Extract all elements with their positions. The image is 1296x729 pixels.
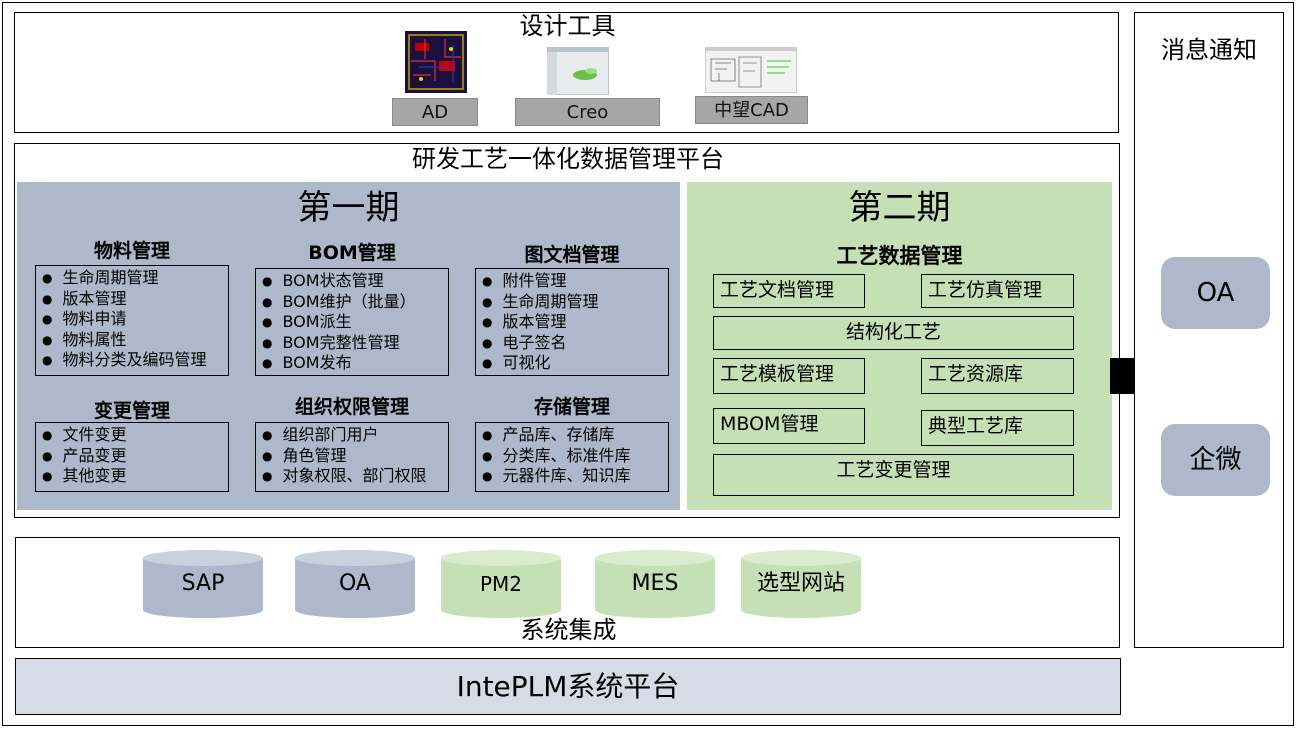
system-label: SAP bbox=[181, 571, 225, 596]
list-item: BOM状态管理 bbox=[262, 271, 448, 292]
process-sim-box: 工艺仿真管理 bbox=[921, 274, 1074, 308]
notify-wecom-button[interactable]: 企微 bbox=[1161, 424, 1270, 496]
module-list-storage: 产品库、存储库 分类库、标准件库 元器件库、知识库 bbox=[475, 422, 669, 492]
mbom-box: MBOM管理 bbox=[713, 408, 865, 444]
tool-label-ad[interactable]: AD bbox=[392, 98, 478, 126]
module-list-change: 文件变更 产品变更 其他变更 bbox=[35, 422, 229, 492]
system-oa: OA bbox=[295, 550, 415, 618]
list-item: 版本管理 bbox=[42, 289, 228, 310]
list-item: 物料分类及编码管理 bbox=[42, 350, 228, 371]
phase1-panel: 第一期 物料管理 生命周期管理 版本管理 物料申请 物料属性 物料分类及编码管理… bbox=[17, 182, 680, 510]
system-label: OA bbox=[339, 571, 371, 596]
list-item: 生命周期管理 bbox=[482, 292, 668, 313]
list-item: 其他变更 bbox=[42, 466, 228, 487]
system-mes: MES bbox=[595, 550, 715, 618]
module-title-material: 物料管理 bbox=[93, 240, 170, 262]
module-title-permission: 组织权限管理 bbox=[294, 396, 409, 418]
phase2-subtitle: 工艺数据管理 bbox=[836, 244, 963, 268]
phase2-panel: 第二期 工艺数据管理 工艺文档管理 工艺仿真管理 结构化工艺 工艺模板管理 工艺… bbox=[687, 182, 1112, 510]
phase2-title: 第二期 bbox=[848, 188, 951, 228]
platform-title: 研发工艺一体化数据管理平台 bbox=[412, 145, 724, 173]
module-title-change: 变更管理 bbox=[93, 400, 170, 422]
process-template-box: 工艺模板管理 bbox=[713, 358, 865, 394]
list-item: 版本管理 bbox=[482, 312, 668, 333]
list-item: 生命周期管理 bbox=[42, 268, 228, 289]
module-title-document: 图文档管理 bbox=[524, 244, 620, 266]
integration-section: SAP OA PM2 MES 选型网站 系统集成 bbox=[15, 537, 1120, 648]
list-item: 角色管理 bbox=[262, 446, 448, 467]
system-label: MES bbox=[631, 571, 679, 596]
tool-label-zwcad[interactable]: 中望CAD bbox=[695, 96, 808, 124]
module-title-storage: 存储管理 bbox=[533, 396, 610, 418]
integration-title: 系统集成 bbox=[520, 616, 617, 644]
list-item: BOM完整性管理 bbox=[262, 333, 448, 354]
design-tools-title: 设计工具 bbox=[519, 12, 616, 40]
base-platform-title: IntePLM系统平台 bbox=[456, 670, 680, 703]
list-item: 产品变更 bbox=[42, 446, 228, 467]
module-list-bom: BOM状态管理 BOM维护（批量） BOM派生 BOM完整性管理 BOM发布 bbox=[255, 268, 449, 376]
notify-oa-button[interactable]: OA bbox=[1161, 257, 1270, 329]
list-item: 分类库、标准件库 bbox=[482, 446, 668, 467]
list-item: 对象权限、部门权限 bbox=[262, 466, 448, 487]
system-sap: SAP bbox=[143, 550, 263, 618]
module-list-material: 生命周期管理 版本管理 物料申请 物料属性 物料分类及编码管理 bbox=[35, 265, 229, 376]
process-resource-box: 工艺资源库 bbox=[921, 358, 1074, 394]
list-item: 文件变更 bbox=[42, 425, 228, 446]
list-item: BOM派生 bbox=[262, 312, 448, 333]
notification-section: 消息通知 OA 企微 bbox=[1134, 12, 1284, 648]
list-item: 元器件库、知识库 bbox=[482, 466, 668, 487]
list-item: 电子签名 bbox=[482, 333, 668, 354]
typical-process-box: 典型工艺库 bbox=[921, 410, 1074, 446]
module-list-permission: 组织部门用户 角色管理 对象权限、部门权限 bbox=[255, 422, 449, 492]
list-item: BOM维护（批量） bbox=[262, 292, 448, 313]
system-label: PM2 bbox=[479, 572, 523, 596]
process-change-box: 工艺变更管理 bbox=[713, 454, 1074, 496]
tool-label-creo[interactable]: Creo bbox=[515, 98, 660, 126]
process-doc-box: 工艺文档管理 bbox=[713, 274, 865, 308]
phase1-title: 第一期 bbox=[297, 188, 400, 228]
list-item: 物料属性 bbox=[42, 330, 228, 351]
module-title-bom: BOM管理 bbox=[308, 242, 396, 264]
platform-section: 研发工艺一体化数据管理平台 第一期 物料管理 生命周期管理 版本管理 物料申请 … bbox=[14, 143, 1120, 518]
system-selection-site: 选型网站 bbox=[741, 550, 861, 618]
pcb-layout-icon bbox=[405, 31, 467, 93]
design-tools-section: 设计工具 AD Creo 中望CAD bbox=[14, 12, 1119, 133]
system-label: 选型网站 bbox=[756, 571, 845, 596]
system-pm2: PM2 bbox=[441, 550, 561, 618]
structured-process-box: 结构化工艺 bbox=[713, 316, 1074, 350]
list-item: BOM发布 bbox=[262, 353, 448, 374]
list-item: 可视化 bbox=[482, 353, 668, 374]
list-item: 组织部门用户 bbox=[262, 425, 448, 446]
cad-drawing-icon bbox=[705, 47, 797, 93]
base-platform-bar: IntePLM系统平台 bbox=[15, 658, 1121, 715]
module-list-document: 附件管理 生命周期管理 版本管理 电子签名 可视化 bbox=[475, 268, 669, 376]
notification-title: 消息通知 bbox=[1161, 36, 1257, 64]
3d-model-icon bbox=[547, 47, 609, 95]
list-item: 附件管理 bbox=[482, 271, 668, 292]
list-item: 产品库、存储库 bbox=[482, 425, 668, 446]
list-item: 物料申请 bbox=[42, 309, 228, 330]
